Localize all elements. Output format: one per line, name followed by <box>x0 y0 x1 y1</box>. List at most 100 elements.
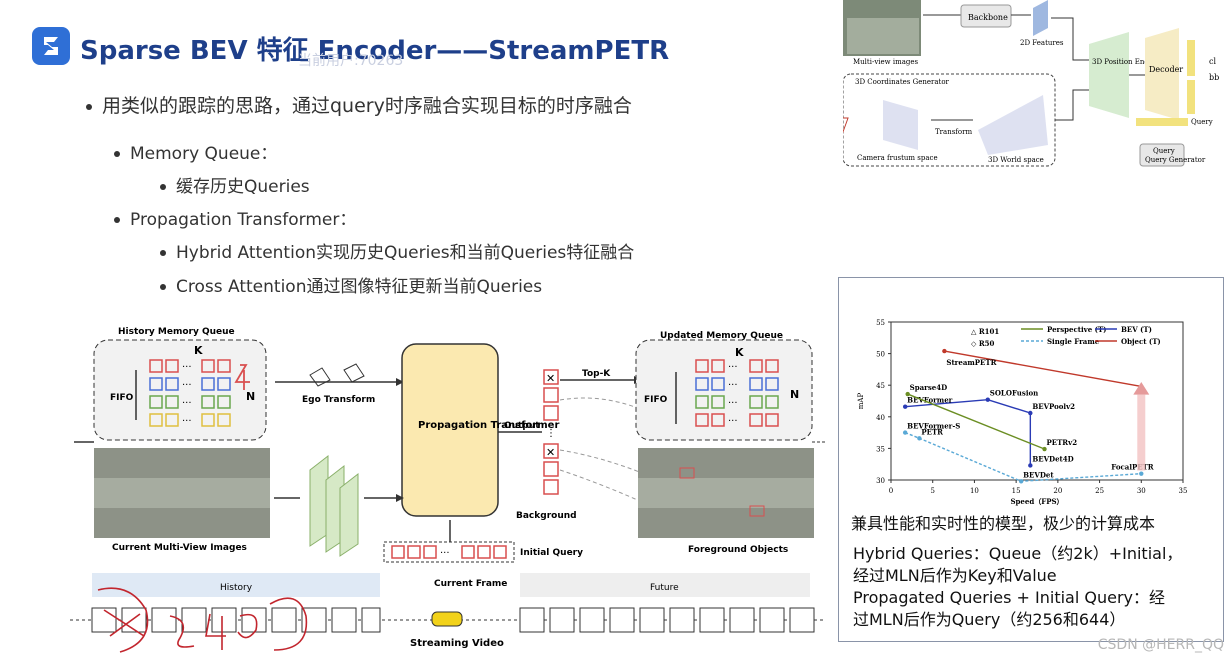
svg-text:···: ··· <box>182 398 192 409</box>
data-point <box>902 404 908 409</box>
panel-line-2: Hybrid Queries：Queue（约2k）+Initial， <box>853 544 1183 563</box>
svg-text:···: ··· <box>728 362 738 373</box>
future-label: Future <box>650 583 679 593</box>
y-axis-label: mAP <box>857 393 865 410</box>
x-tick-label: 30 <box>1137 487 1146 495</box>
panel-line-3: 经过MLN后作为Key和Value <box>853 566 1057 585</box>
svg-text:···: ··· <box>728 380 738 391</box>
bullet-text: Cross Attention通过图像特征更新当前Queries <box>176 277 543 297</box>
bullet-cache: 缓存历史Queries <box>160 172 310 197</box>
legend-r50: ◇ R50 <box>971 339 995 348</box>
initial-query-label: Initial Query <box>520 548 583 558</box>
svg-text:···: ··· <box>182 416 192 427</box>
course-logo-icon <box>32 27 70 65</box>
data-label: BEVFormer <box>907 396 952 405</box>
bullet-memory-queue: Memory Queue： <box>114 139 277 164</box>
output-class-label: cl <box>1209 57 1216 66</box>
bullet-propagation: Propagation Transformer： <box>114 205 356 230</box>
svg-text:···: ··· <box>728 398 738 409</box>
coords-gen-label: 3D Coordinates Generator <box>855 78 950 86</box>
topk-label: Top-K <box>582 369 611 379</box>
bullet-dot-icon <box>114 217 120 223</box>
car-icon <box>431 611 463 627</box>
image-encoder-block <box>309 454 329 547</box>
foreground-label: Foreground Objects <box>688 545 788 555</box>
initial-query-box <box>383 541 515 563</box>
history-queue-box <box>93 339 267 441</box>
data-label: PETR <box>921 427 943 436</box>
updated-fifo-label: FIFO <box>644 395 668 405</box>
history-queue-label: History Memory Queue <box>118 327 235 337</box>
data-point <box>1018 479 1024 484</box>
x-tick-label: 5 <box>930 487 934 495</box>
y-tick-label: 35 <box>876 445 885 453</box>
data-label: FocalPETR <box>1111 463 1154 472</box>
future-band <box>520 573 810 597</box>
bullet-text: 用类似的跟踪的思路，通过query时序融合实现目标的时序融合 <box>102 95 632 117</box>
y-tick-label: 30 <box>876 477 885 485</box>
backbone-box <box>960 4 1012 28</box>
data-point <box>985 397 990 402</box>
bullet-text: 缓存历史Queries <box>176 177 310 197</box>
legend-label: Single Frame <box>1047 337 1100 346</box>
current-images-label: Current Multi-View Images <box>112 543 247 553</box>
propagation-transformer-block <box>401 343 499 517</box>
svg-text:✕: ✕ <box>546 446 555 459</box>
data-label: Sparse4D <box>910 383 948 392</box>
features2d-label: 2D Features <box>1020 39 1064 47</box>
updated-n-label: N <box>790 388 799 401</box>
history-frames <box>91 607 381 633</box>
updated-queue-label: Updated Memory Queue <box>660 331 783 341</box>
improvement-arrow-head <box>1133 382 1150 395</box>
bullet-text: Hybrid Attention实现历史Queries和当前Queries特征融… <box>176 243 635 263</box>
data-point <box>1139 471 1144 476</box>
data-point <box>1028 410 1033 416</box>
multiview-label: Multi-view images <box>853 58 919 66</box>
ego-car-icon <box>309 363 365 387</box>
svg-text:···: ··· <box>440 548 450 559</box>
position-encoder-block <box>1089 32 1129 118</box>
legend-r101: △ R101 <box>971 327 999 336</box>
data-point <box>902 430 908 435</box>
bullet-text: Propagation Transformer： <box>130 210 357 230</box>
streaming-video-label: Streaming Video <box>410 638 504 649</box>
handwritten-annotation <box>97 587 308 653</box>
x-tick-label: 10 <box>970 487 979 495</box>
csdn-watermark: CSDN @HERR_QQ <box>1097 637 1224 653</box>
handwritten-four-icon <box>234 364 250 390</box>
x-tick-label: 20 <box>1053 487 1062 495</box>
bullet-dot-icon <box>160 184 166 190</box>
data-point <box>1042 446 1047 452</box>
bullet-level1: 用类似的跟踪的思路，通过query时序融合实现目标的时序融合 <box>86 91 632 118</box>
output-label: Output <box>504 421 540 431</box>
updated-query-grid: ············ <box>695 359 779 427</box>
legend-label: BEV (T) <box>1121 325 1152 334</box>
data-point <box>1028 463 1033 468</box>
query-gen-label2: Query Generator <box>1145 156 1206 164</box>
improvement-arrow <box>1137 394 1146 471</box>
k-label: K <box>194 344 203 357</box>
features2d-block <box>1033 0 1048 36</box>
output-query-column: ✕ ⋮ ✕ <box>543 369 559 495</box>
x-axis-label: Speed（FPS） <box>1010 497 1063 506</box>
svg-text:⋮: ⋮ <box>546 428 556 439</box>
bullet-hybrid: Hybrid Attention实现历史Queries和当前Queries特征融… <box>160 238 634 263</box>
bullet-cross: Cross Attention通过图像特征更新当前Queries <box>160 272 542 297</box>
y-tick-label: 50 <box>876 351 885 359</box>
current-frame-label: Current Frame <box>434 579 507 589</box>
future-frames <box>519 607 815 633</box>
petr-framework-figure: Multi-view images Backbone 2D Features 3… <box>843 0 1219 167</box>
x-tick-label: 15 <box>1012 487 1021 495</box>
query-gen-label: Query <box>1153 147 1175 155</box>
y-tick-label: 40 <box>876 414 885 422</box>
data-label: BEVDet4D <box>1032 454 1073 463</box>
decoder-block <box>1145 28 1179 120</box>
x-tick-label: 0 <box>889 487 893 495</box>
series-line <box>907 393 1045 450</box>
series-line <box>944 350 1142 388</box>
data-label: StreamPETR <box>946 358 996 367</box>
svg-text:···: ··· <box>182 380 192 391</box>
slide-title: Sparse BEV 特征 Encoder——StreamPETR <box>80 36 670 66</box>
pos-encoder-label: 3D Position Encoder <box>1092 58 1165 66</box>
